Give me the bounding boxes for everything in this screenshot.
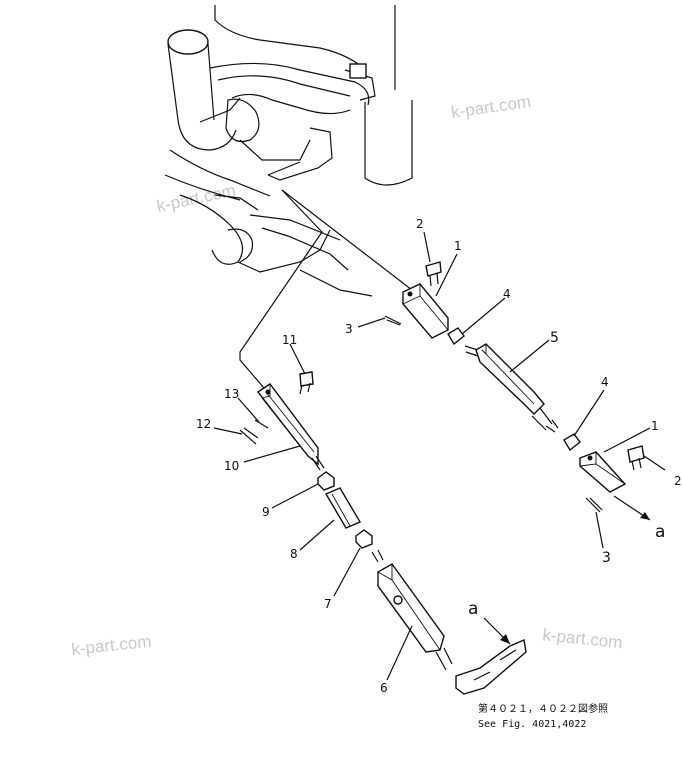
callout-3-lower: 3	[602, 550, 611, 566]
part-4-lower-nut	[563, 433, 581, 452]
part-2-upper-bolt	[425, 261, 442, 287]
bottom-fitting	[455, 639, 527, 695]
part-11-bolt	[299, 371, 314, 395]
part-1-lower-block	[579, 451, 627, 493]
callout-6: 6	[380, 681, 388, 695]
callout-4-upper: 4	[503, 287, 511, 301]
part-1-upper-block	[402, 283, 449, 339]
watermark-top-right: k-part.com	[450, 92, 532, 122]
callout-12: 12	[196, 417, 211, 431]
arrow-label-a-bottom: a	[468, 599, 478, 619]
callout-11: 11	[282, 333, 297, 347]
callout-2-lower: 2	[674, 474, 682, 488]
callout-leaders	[213, 231, 666, 681]
part-13-pin	[254, 419, 269, 429]
watermark-bottom-left: k-part.com	[70, 632, 152, 659]
callout-1-lower: 1	[651, 419, 659, 433]
reference-note-english: See Fig. 4021,4022	[478, 719, 586, 730]
callout-9: 9	[262, 505, 270, 519]
callout-1-upper: 1	[454, 239, 462, 253]
arrow-label-a-right: a	[655, 522, 665, 542]
callout-4-lower: 4	[601, 375, 609, 389]
callout-8: 8	[290, 547, 298, 561]
part-7-nut	[355, 529, 373, 549]
part-10-lever	[256, 383, 325, 471]
part-8-sleeve	[324, 487, 362, 529]
watermark-bottom-right: k-part.com	[542, 625, 624, 652]
engine-assembly-sketch	[164, 5, 413, 297]
callout-2-upper: 2	[416, 217, 424, 231]
part-5-cylinder	[464, 343, 559, 433]
watermark-top-left: k-part.com	[155, 181, 237, 216]
callout-10: 10	[224, 459, 239, 473]
part-3-upper-pin	[384, 315, 402, 326]
callout-5: 5	[550, 330, 559, 346]
part-12-cotter	[239, 427, 259, 445]
part-6-cylinder	[371, 549, 453, 671]
callout-13: 13	[224, 387, 239, 401]
part-2-lower-bolt	[627, 445, 645, 471]
part-3-lower-pin	[585, 497, 603, 513]
part-4-upper-nut	[447, 327, 465, 346]
part-9-nut	[317, 471, 335, 491]
assembly-lines	[239, 189, 413, 389]
reference-note-japanese: 第４０２１，４０２２図参照	[478, 702, 608, 715]
callout-7: 7	[324, 597, 332, 611]
callout-3-upper: 3	[345, 322, 353, 336]
